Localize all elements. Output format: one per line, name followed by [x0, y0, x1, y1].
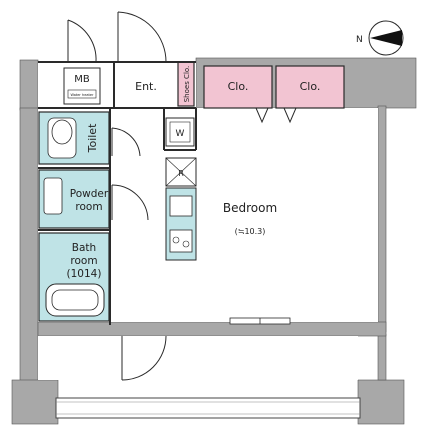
mb-sub-label: Water heater — [71, 93, 95, 97]
mb-label: MB — [74, 74, 90, 85]
bathtub — [45, 283, 105, 317]
compass-label: N — [356, 35, 363, 45]
doors — [67, 11, 297, 381]
entrance-label: Ent. — [135, 80, 157, 93]
bathroom-label-2: room — [70, 255, 97, 267]
refrigerator-label: R — [178, 169, 184, 178]
powder-room-label-2: room — [75, 201, 102, 213]
washbasin — [43, 177, 63, 215]
shoes-closet-label: Shoes Clo. — [183, 66, 191, 103]
closet-2 — [275, 65, 345, 109]
powder-room-label-1: Powder — [70, 188, 109, 200]
closet-1-label: Clo. — [228, 80, 249, 93]
north-compass: N — [356, 20, 404, 56]
balcony — [55, 397, 361, 419]
kitchen-counter — [165, 187, 197, 261]
bedroom-size-label: (≒10.3) — [235, 227, 266, 236]
balcony-sliding-doors — [229, 317, 291, 325]
washer-label: W — [176, 129, 185, 139]
closet-2-label: Clo. — [300, 80, 321, 93]
interior-walls — [38, 61, 197, 325]
closets — [177, 61, 345, 109]
bedroom-label: Bedroom — [223, 201, 277, 215]
washer-space — [165, 117, 195, 147]
bathroom-label-3: (1014) — [67, 268, 102, 280]
closet-1 — [203, 65, 273, 109]
bathroom-label-1: Bath — [72, 242, 96, 254]
toilet-label: Toilet — [86, 123, 99, 153]
